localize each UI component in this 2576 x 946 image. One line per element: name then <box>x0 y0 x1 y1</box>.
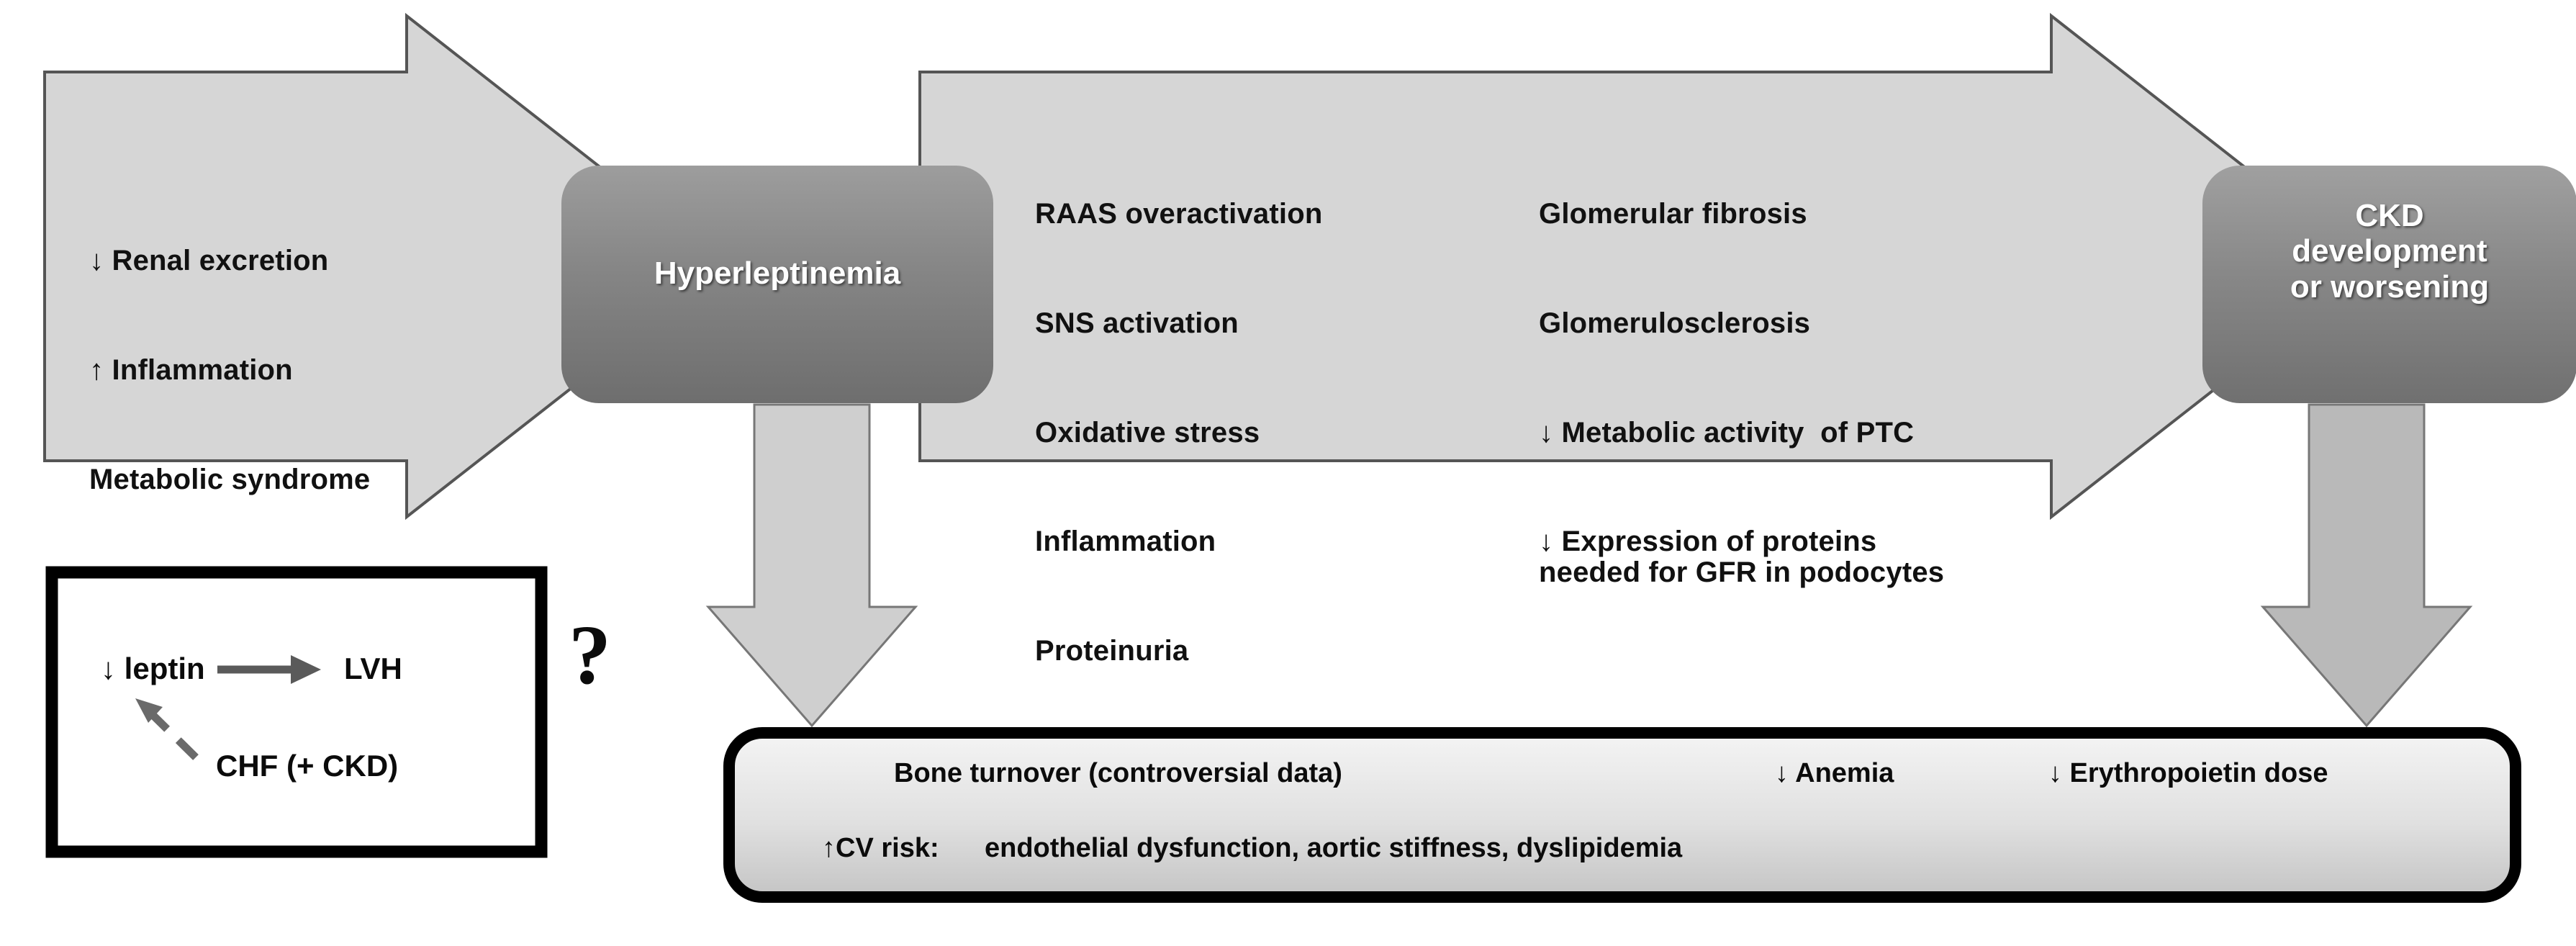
down-arrow-right-shape <box>2260 403 2473 728</box>
mechanism-right-3: ↓ Expression of proteins needed for GFR … <box>1539 526 1945 589</box>
outcome-bone-turnover: Bone turnover (controversial data) <box>894 758 1342 788</box>
causes-item-2: Metabolic syndrome <box>89 463 371 495</box>
inset-leptin-label: ↓ leptin <box>101 652 205 685</box>
mechanism-left-3: Inflammation <box>1035 526 1216 558</box>
mechanism-right-2: ↓ Metabolic activity of PTC <box>1539 416 1915 449</box>
mechanism-right-0: Glomerular fibrosis <box>1539 198 1807 230</box>
causes-arrow-shape <box>43 12 730 521</box>
outcome-cv-risk-label: ↑CV risk: <box>822 833 939 863</box>
outcome-cv-risk-value: endothelial dysfunction, aortic stiffnes… <box>985 833 1683 863</box>
mechanisms-column-right: Glomerular fibrosis Glomerulosclerosis ↓… <box>1539 137 1944 667</box>
causes-arrow-text-block: ↓ Renal excretion ↑ Inflammation Metabol… <box>89 184 370 573</box>
causes-item-1: ↑ Inflammation <box>89 353 293 386</box>
mechanism-right-1: Glomerulosclerosis <box>1539 307 1811 339</box>
outcome-anemia: ↓ Anemia <box>1775 758 1894 788</box>
causes-item-0: ↓ Renal excretion <box>89 245 329 277</box>
hyperleptinemia-node-shape <box>561 166 993 403</box>
mechanisms-arrow-shape <box>918 12 2374 521</box>
mechanism-left-0: RAAS overactivation <box>1035 198 1323 230</box>
mechanism-left-4: Proteinuria <box>1035 634 1189 667</box>
inset-box-shape <box>45 566 548 858</box>
outcome-erythropoietin-dose: ↓ Erythropoietin dose <box>2048 758 2328 788</box>
question-mark-icon: ? <box>569 608 611 702</box>
mechanism-left-1: SNS activation <box>1035 307 1239 339</box>
outcomes-panel-shape <box>723 727 2521 903</box>
ckd-node-shape <box>2202 166 2576 403</box>
hyperleptinemia-node-label: Hyperleptinemia <box>654 256 901 291</box>
inset-chf-label: CHF (+ CKD) <box>216 749 399 783</box>
inset-lvh-label: LVH <box>344 652 402 685</box>
mechanism-left-2: Oxidative stress <box>1035 416 1260 449</box>
down-arrow-left-shape <box>705 403 918 728</box>
chf-to-leptin-arrow-icon <box>135 698 199 760</box>
mechanisms-column-left: RAAS overactivation SNS activation Oxida… <box>1035 137 1322 744</box>
ckd-node-label: CKD development or worsening <box>2290 198 2490 305</box>
leptin-to-lvh-arrow-icon <box>217 655 321 684</box>
